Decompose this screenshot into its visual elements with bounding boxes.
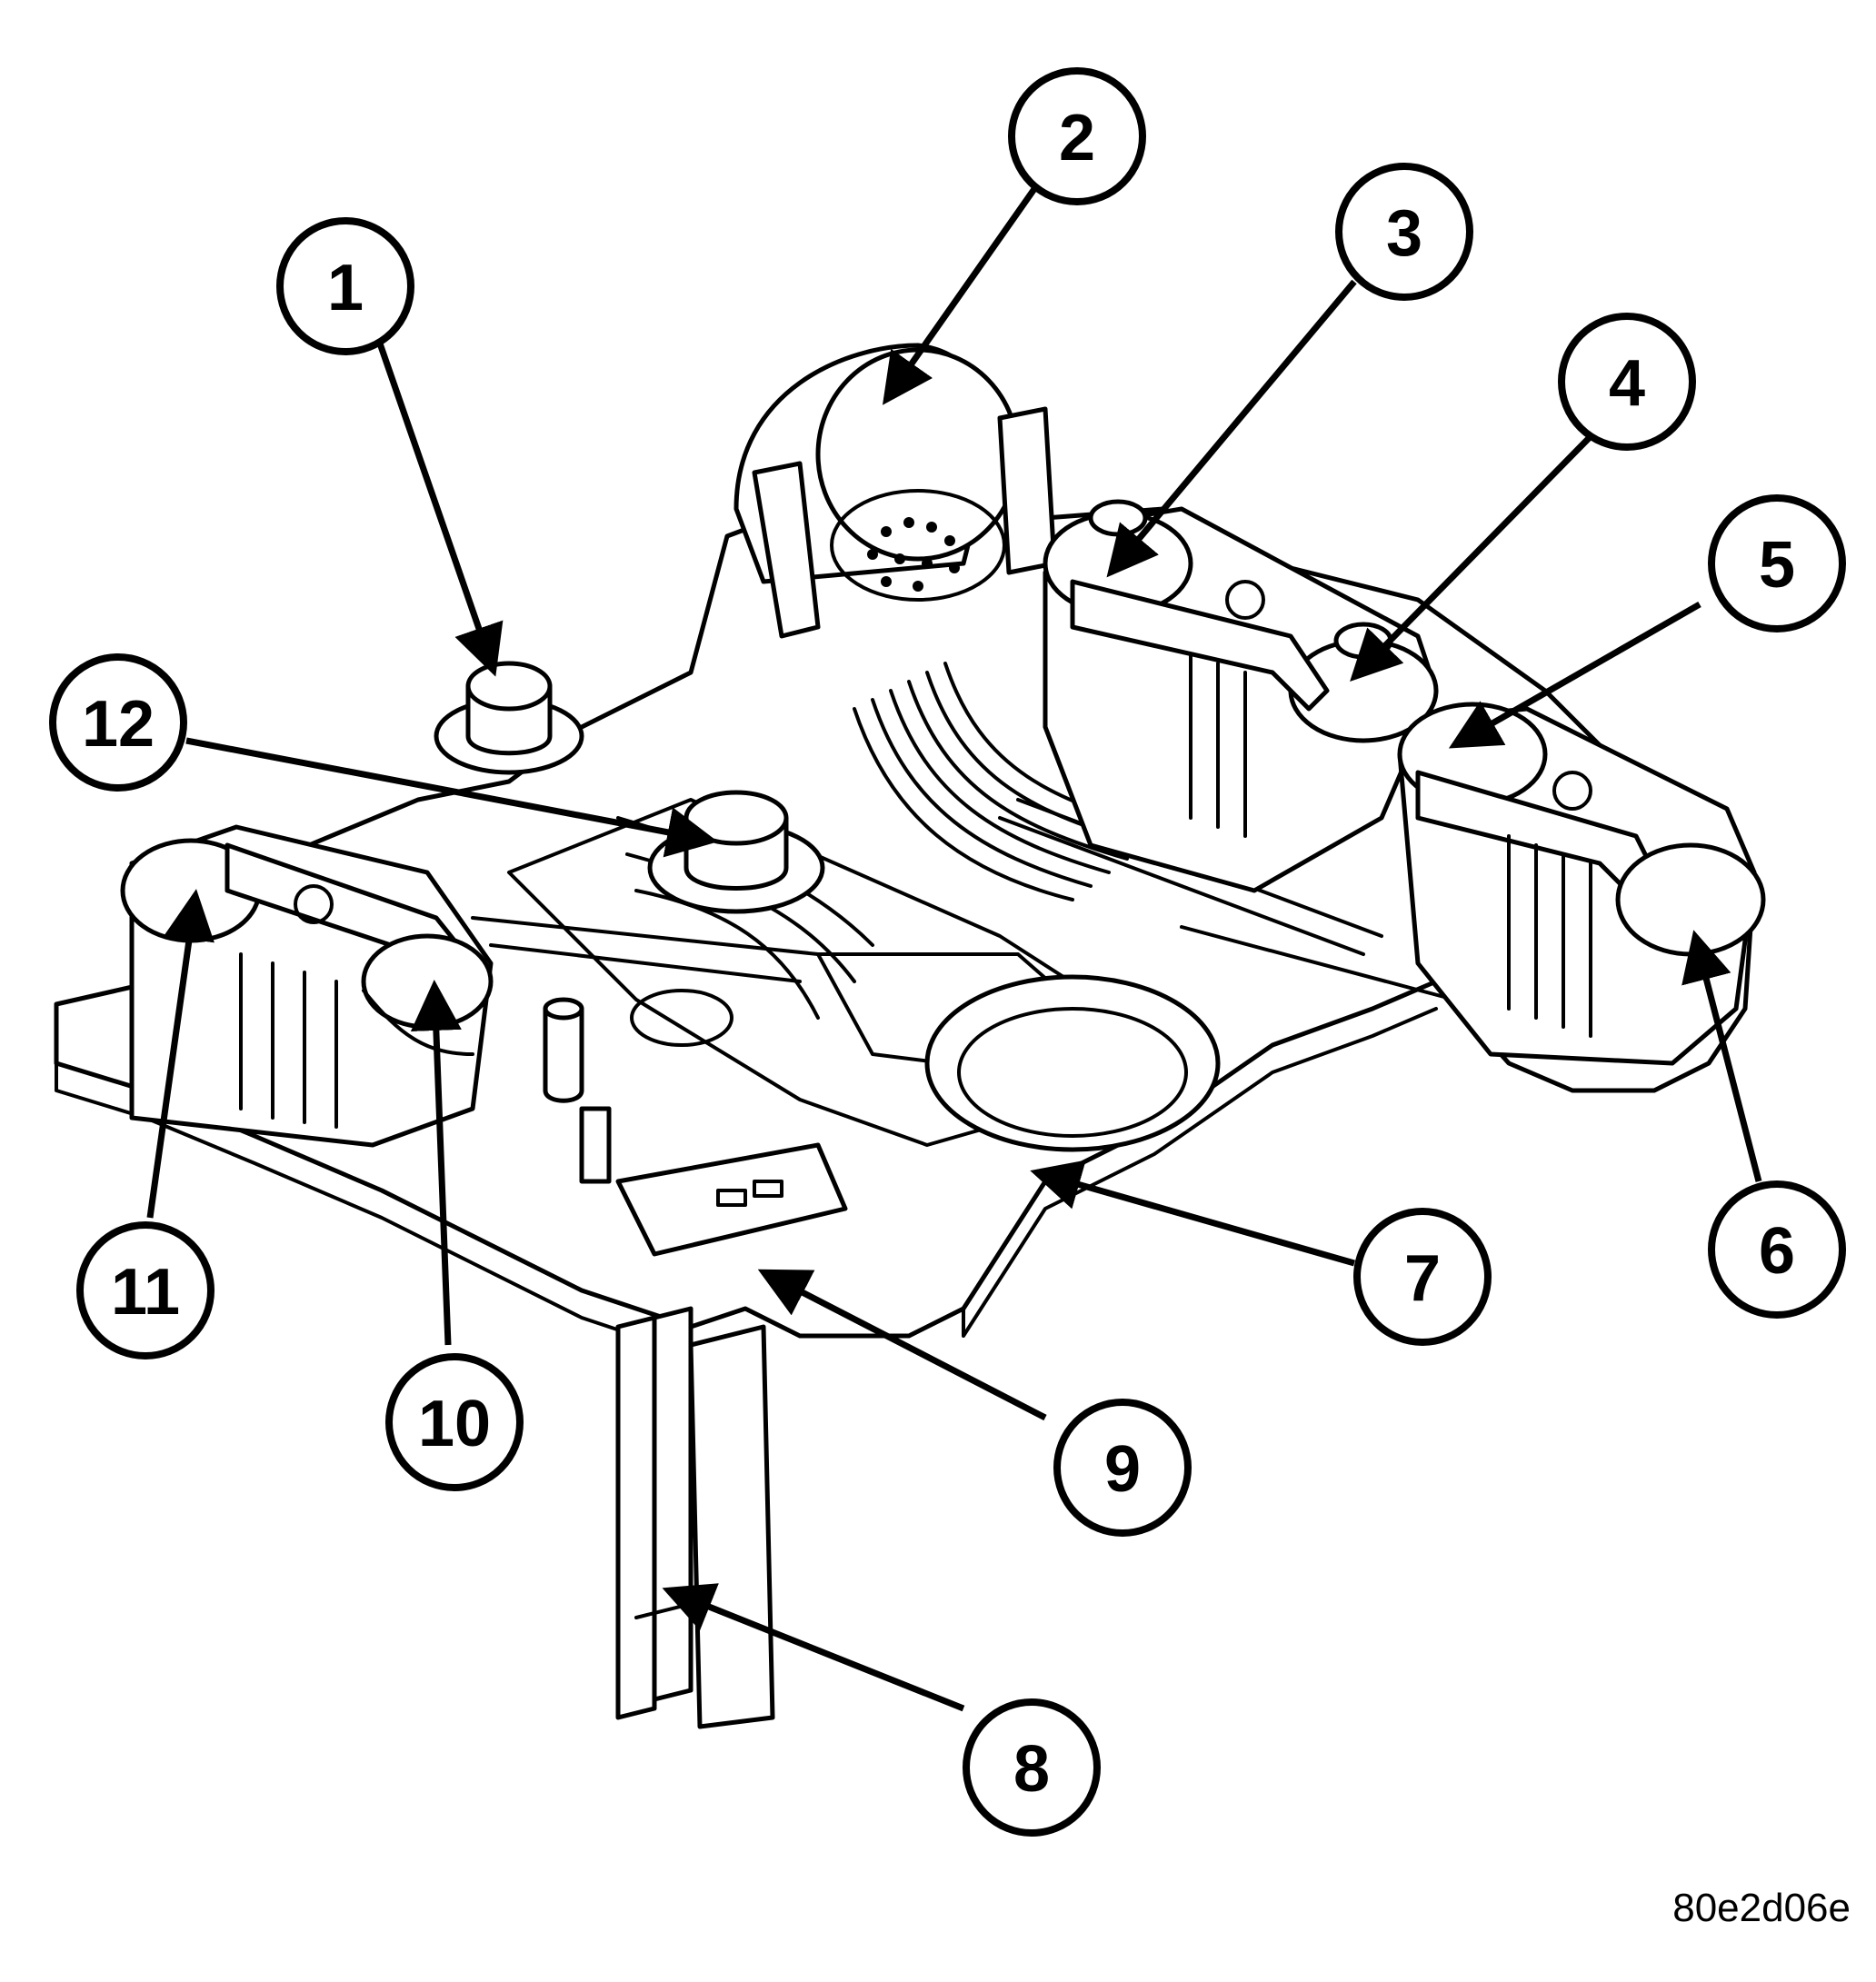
speed-sensor-left (434, 661, 584, 775)
callout-6: 6 (1708, 1180, 1846, 1319)
callout-label: 9 (1104, 1433, 1141, 1506)
callout-label: 2 (1059, 102, 1095, 174)
leader-7 (1030, 1160, 1355, 1267)
leader-1 (369, 321, 504, 677)
callout-12: 12 (49, 653, 187, 792)
callout-label: 6 (1759, 1215, 1795, 1288)
callout-5: 5 (1708, 494, 1846, 632)
tab-connector (615, 1306, 775, 1729)
callout-11: 11 (76, 1221, 215, 1360)
callout-circle (1053, 1399, 1192, 1537)
callout-1: 1 (276, 217, 414, 355)
callout-circle (1353, 1208, 1492, 1346)
leader-6 (1681, 930, 1762, 1182)
lead-frame (615, 1142, 848, 1257)
callout-circle (1708, 494, 1846, 632)
callout-circle (1708, 1180, 1846, 1319)
callout-circle (1558, 313, 1696, 451)
callout-circle (1335, 163, 1473, 301)
leader-3 (1106, 279, 1357, 578)
temperature-sensor (543, 997, 612, 1184)
callout-2: 2 (1008, 67, 1146, 205)
callout-4: 4 (1558, 313, 1696, 451)
callout-10: 10 (385, 1353, 524, 1491)
callout-label: 5 (1759, 529, 1795, 602)
leader-5 (1448, 601, 1701, 749)
callout-circle (1008, 67, 1146, 205)
callout-label: 11 (111, 1256, 180, 1329)
leader-10 (410, 980, 462, 1346)
leader-4 (1350, 424, 1602, 682)
callout-label: 7 (1404, 1242, 1441, 1315)
figure-id: 80e2d06e (1672, 1886, 1851, 1930)
leader-11 (146, 889, 215, 1219)
callout-3: 3 (1335, 163, 1473, 301)
leader-lines (146, 184, 1762, 1712)
callout-circle (276, 217, 414, 355)
callout-label: 12 (82, 688, 155, 761)
callout-label: 3 (1386, 197, 1422, 270)
solenoid-right-lower (1397, 702, 1766, 1066)
callout-8: 8 (963, 1698, 1101, 1837)
callout-circle (963, 1698, 1101, 1837)
callout-circle (76, 1221, 215, 1360)
callout-label: 1 (327, 252, 364, 324)
leader-8 (662, 1583, 965, 1712)
leader-12 (185, 737, 718, 858)
callout-7: 7 (1353, 1208, 1492, 1346)
leader-9 (757, 1269, 1047, 1421)
callout-circle (385, 1353, 524, 1491)
solenoid-left-pair (120, 824, 494, 1148)
callout-label: 10 (418, 1388, 491, 1460)
leader-2 (882, 184, 1039, 405)
callout-9: 9 (1053, 1399, 1192, 1537)
callout-label: 8 (1013, 1733, 1050, 1806)
solenoid-right-upper (1043, 499, 1439, 893)
callout-circle (49, 653, 187, 792)
callout-label: 4 (1609, 347, 1645, 420)
